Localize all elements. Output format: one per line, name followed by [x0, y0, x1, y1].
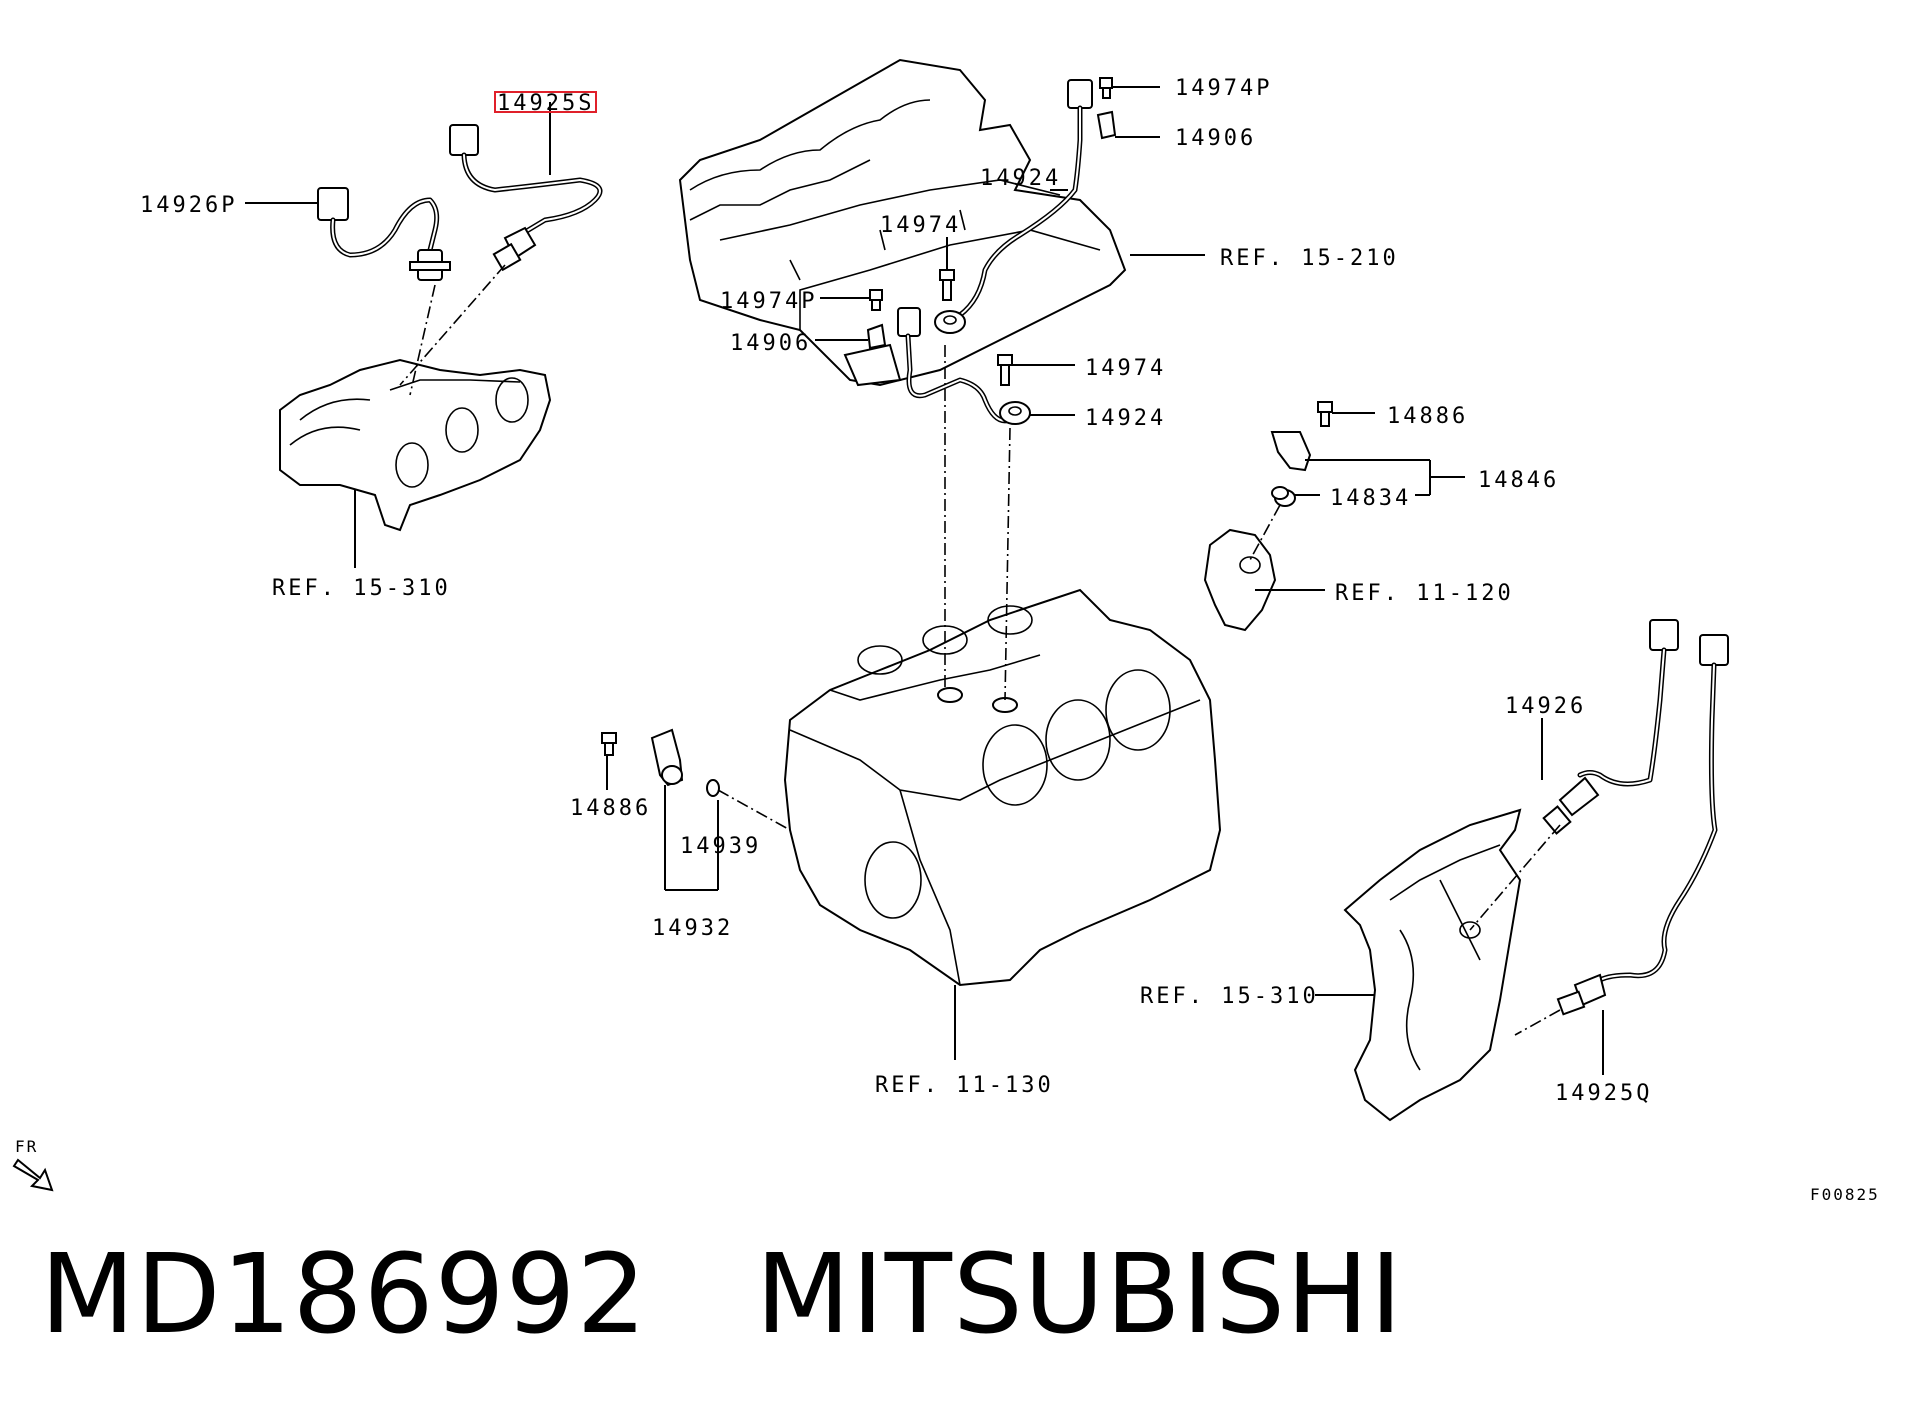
- label-14906-mid: 14906: [730, 331, 811, 356]
- oxygen-sensor-14926: [1542, 619, 1679, 835]
- label-ref-15-210: REF. 15-210: [1220, 246, 1399, 271]
- cylinder-head-cover: [678, 58, 1127, 387]
- label-ref-15-310-right: REF. 15-310: [1140, 984, 1319, 1009]
- label-ref-11-120: REF. 11-120: [1335, 581, 1514, 606]
- labels: 14925S 14926P REF. 15-310 14974P 14906 1…: [15, 76, 1880, 1204]
- highlight-box-14925S: [494, 91, 597, 113]
- label-14846: 14846: [1478, 468, 1559, 493]
- label-14974P-top: 14974P: [1175, 76, 1272, 101]
- label-14886-right: 14886: [1387, 404, 1468, 429]
- footer-brand: MITSUBISHI: [755, 1230, 1404, 1358]
- label-14932: 14932: [652, 916, 733, 941]
- knock-sensor-lower: [897, 307, 1031, 425]
- label-14974-mid: 14974: [1085, 356, 1166, 381]
- crank-sensor-14932: [650, 728, 684, 787]
- front-arrow-icon: [12, 1158, 54, 1192]
- footer-part-number: MD186992: [40, 1230, 648, 1358]
- oxygen-sensor-14925S: [449, 124, 603, 272]
- label-14926: 14926: [1505, 694, 1586, 719]
- label-14974-top: 14974: [880, 213, 961, 238]
- label-14924-mid: 14924: [1085, 406, 1166, 431]
- label-figure-code: F00825: [1810, 1185, 1880, 1204]
- engine-block: [783, 588, 1222, 987]
- oxygen-sensor-14926P: [317, 187, 451, 281]
- label-14924-top: 14924: [980, 166, 1061, 191]
- leader-lines: [245, 86, 1604, 1075]
- knock-sensor-upper: [934, 79, 1093, 334]
- label-14926P: 14926P: [140, 193, 237, 218]
- label-14974P-mid: 14974P: [720, 289, 817, 314]
- footer-title: MD186992 MITSUBISHI: [40, 1230, 1403, 1358]
- label-ref-11-130: REF. 11-130: [875, 1073, 1054, 1098]
- left-exhaust-manifold: [279, 358, 552, 532]
- cam-sensor-housing: [1203, 528, 1277, 632]
- label-14834: 14834: [1330, 486, 1411, 511]
- label-14906-top: 14906: [1175, 126, 1256, 151]
- right-exhaust-manifold: [1343, 808, 1522, 1122]
- label-14925Q: 14925Q: [1555, 1081, 1652, 1106]
- label-ref-15-310-left: REF. 15-310: [272, 576, 451, 601]
- label-14939: 14939: [680, 834, 761, 859]
- label-14886-left: 14886: [570, 796, 651, 821]
- oxygen-sensor-14925Q: [1556, 634, 1729, 1016]
- label-fr: FR: [15, 1137, 38, 1156]
- label-14925S: 14925S: [497, 91, 594, 116]
- bolts-and-brackets: [601, 77, 1333, 797]
